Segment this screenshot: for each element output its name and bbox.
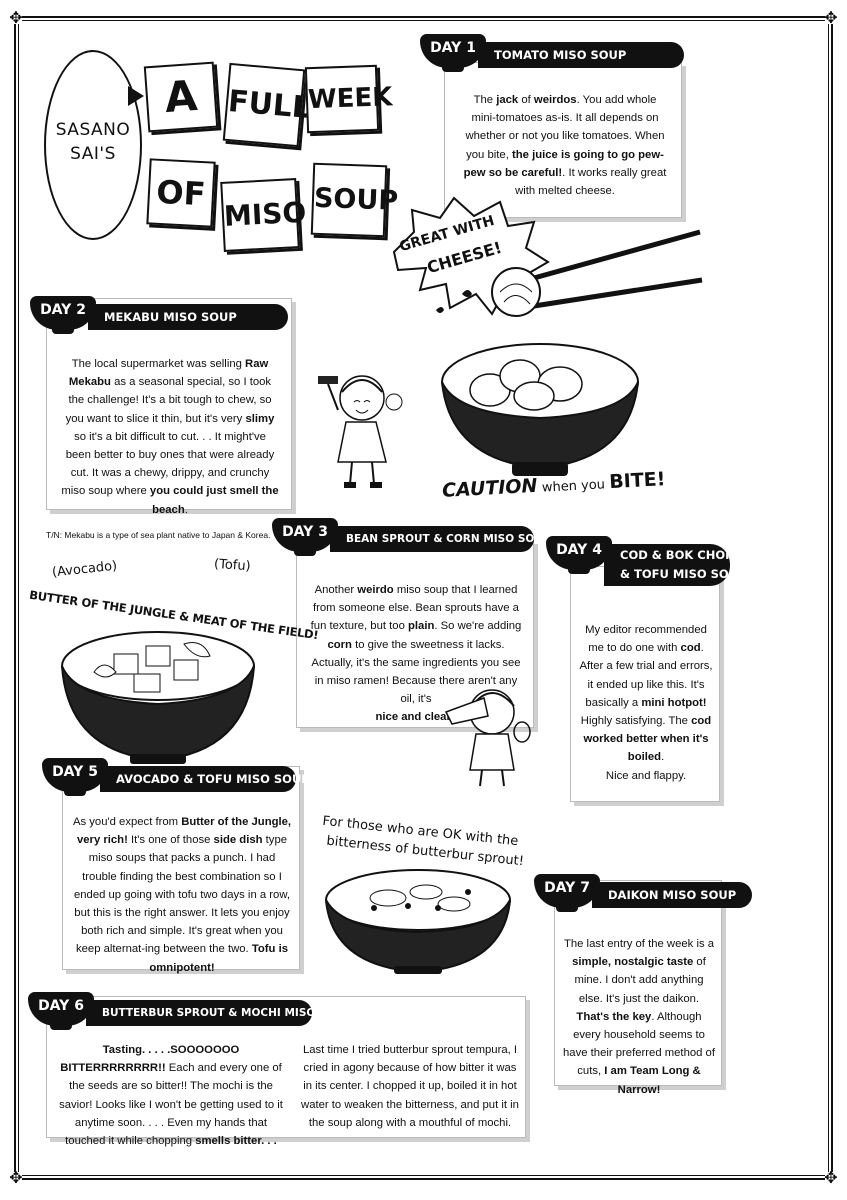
bowl-foot bbox=[442, 66, 464, 72]
day-1-text: The jack of weirdos. You add whole mini-… bbox=[463, 94, 667, 198]
title-tile: SOUP bbox=[310, 162, 399, 238]
day-tag: DAY 3 bbox=[282, 524, 328, 540]
chopstick bbox=[533, 277, 703, 309]
title-tile: WEEK bbox=[304, 64, 393, 134]
juice-drop bbox=[436, 290, 472, 313]
day-title: TOMATO MISO SOUP bbox=[478, 42, 684, 68]
bowl-foot bbox=[568, 568, 590, 574]
bowl-icon bbox=[534, 874, 600, 908]
bowl-foot bbox=[556, 906, 578, 912]
chibi-girl-illustration bbox=[318, 375, 403, 488]
day-6-text-left: Tasting. . . . .SOOOOOOO BITTERRRRRRRR!!… bbox=[59, 1044, 283, 1148]
chopstick bbox=[533, 229, 701, 281]
page-frame: ✥ ✥ ✥ ✥ bbox=[9, 10, 837, 1186]
frame-border bbox=[22, 16, 825, 18]
tofu-label: (Tofu) bbox=[213, 556, 252, 575]
frame-border bbox=[18, 24, 19, 1172]
frame-border bbox=[828, 24, 829, 1172]
day-6-box: Tasting. . . . .SOOOOOOO BITTERRRRRRRR!!… bbox=[46, 996, 526, 1147]
speaker-name: SASANO SAI'S bbox=[48, 118, 138, 166]
bowl-foot bbox=[64, 790, 86, 796]
day-7-text: The last entry of the week is a simple, … bbox=[563, 938, 715, 1096]
frame-border bbox=[831, 24, 833, 1172]
day-2-text: The local supermarket was selling Raw Me… bbox=[61, 358, 279, 516]
day-tag: DAY 6 bbox=[38, 998, 84, 1014]
speaker-line: SASANO bbox=[55, 120, 131, 140]
day-tag: DAY 1 bbox=[430, 40, 476, 56]
title-word: OF bbox=[155, 172, 207, 214]
title-word: WEEK bbox=[307, 82, 393, 116]
day-title: BEAN SPROUT & CORN MISO SOUP bbox=[330, 526, 551, 552]
bowl-icon bbox=[272, 518, 338, 552]
corner-ornament-icon: ✥ bbox=[9, 1168, 23, 1187]
speaker-line: SAI'S bbox=[70, 144, 116, 164]
frame-border bbox=[22, 20, 825, 21]
day-title: AVOCADO & TOFU MISO SOUP bbox=[100, 766, 310, 792]
bite-sfx: BITE! bbox=[608, 468, 666, 494]
bowl-body bbox=[61, 665, 255, 762]
day-title: MEKABU MISO SOUP bbox=[88, 304, 288, 330]
title-tile: OF bbox=[146, 158, 216, 228]
speech-bubble-tail bbox=[128, 86, 144, 106]
day-5-text: As you'd expect from Butter of the Jungl… bbox=[72, 816, 292, 974]
tomato bbox=[491, 267, 541, 317]
bowl-foot bbox=[294, 550, 316, 556]
title-tile: A bbox=[143, 61, 219, 133]
day-4-box: My editor recommended me to do one with … bbox=[570, 566, 720, 802]
day-title-line: & TOFU MISO SOUP bbox=[620, 567, 747, 581]
day-3-text: Another weirdo miso soup that I learned … bbox=[310, 584, 522, 724]
frame-border bbox=[14, 24, 16, 1172]
bowl-icon bbox=[30, 296, 96, 330]
avocado-tofu-bowl-illustration bbox=[61, 631, 255, 764]
title-word: SOUP bbox=[313, 182, 399, 217]
bowl-foot bbox=[52, 328, 74, 334]
title-tile: MISO bbox=[220, 178, 308, 252]
translator-note: T/N: Mekabu is a type of sea plant nativ… bbox=[46, 530, 271, 540]
day-title: DAIKON MISO SOUP bbox=[592, 882, 752, 908]
day-tag: DAY 7 bbox=[544, 880, 590, 896]
day-tag: DAY 2 bbox=[40, 302, 86, 318]
bowl-body bbox=[441, 381, 639, 470]
frame-border bbox=[22, 1175, 825, 1176]
title-word: A bbox=[163, 70, 199, 123]
butterbur-mochi-bowl-illustration bbox=[325, 869, 511, 974]
title-word: FULL bbox=[226, 83, 313, 127]
frame-border bbox=[22, 1178, 825, 1180]
day-1-box: The jack of weirdos. You add whole mini-… bbox=[444, 62, 682, 218]
bowl-foot bbox=[512, 462, 568, 476]
bowl-foot bbox=[50, 1024, 72, 1030]
when-you-sfx: when you bbox=[541, 477, 606, 496]
bowl-icon bbox=[420, 34, 486, 68]
day-4-text: My editor recommended me to do one with … bbox=[579, 624, 713, 782]
title-tile: FULL bbox=[222, 62, 313, 148]
corner-ornament-icon: ✥ bbox=[9, 8, 23, 27]
day-2-box: The local supermarket was selling Raw Me… bbox=[46, 298, 292, 516]
chibi-drinking-illustration bbox=[444, 689, 531, 787]
day-title-line: COD & BOK CHOI bbox=[620, 548, 730, 562]
bowl-icon bbox=[42, 758, 108, 792]
speech-bubble bbox=[44, 50, 142, 240]
title-word: MISO bbox=[223, 195, 308, 233]
day-tag: DAY 5 bbox=[52, 764, 98, 780]
corner-ornament-icon: ✥ bbox=[824, 8, 838, 27]
day-tag: DAY 4 bbox=[556, 542, 602, 558]
bowl-icon bbox=[28, 992, 94, 1026]
day-6-text-right: Last time I tried butterbur sprout tempu… bbox=[301, 1044, 519, 1129]
corner-ornament-icon: ✥ bbox=[824, 1168, 838, 1187]
tomato-bowl-illustration bbox=[392, 196, 703, 476]
day-title: BUTTERBUR SPROUT & MOCHI MISO SOUP bbox=[86, 1000, 352, 1026]
bowl-body bbox=[325, 899, 511, 974]
day-5-box: As you'd expect from Butter of the Jungl… bbox=[62, 766, 300, 974]
bowl-icon bbox=[546, 536, 612, 570]
day-7-box: The last entry of the week is a simple, … bbox=[554, 880, 722, 1096]
day-title: COD & BOK CHOI & TOFU MISO SOUP bbox=[604, 544, 746, 586]
